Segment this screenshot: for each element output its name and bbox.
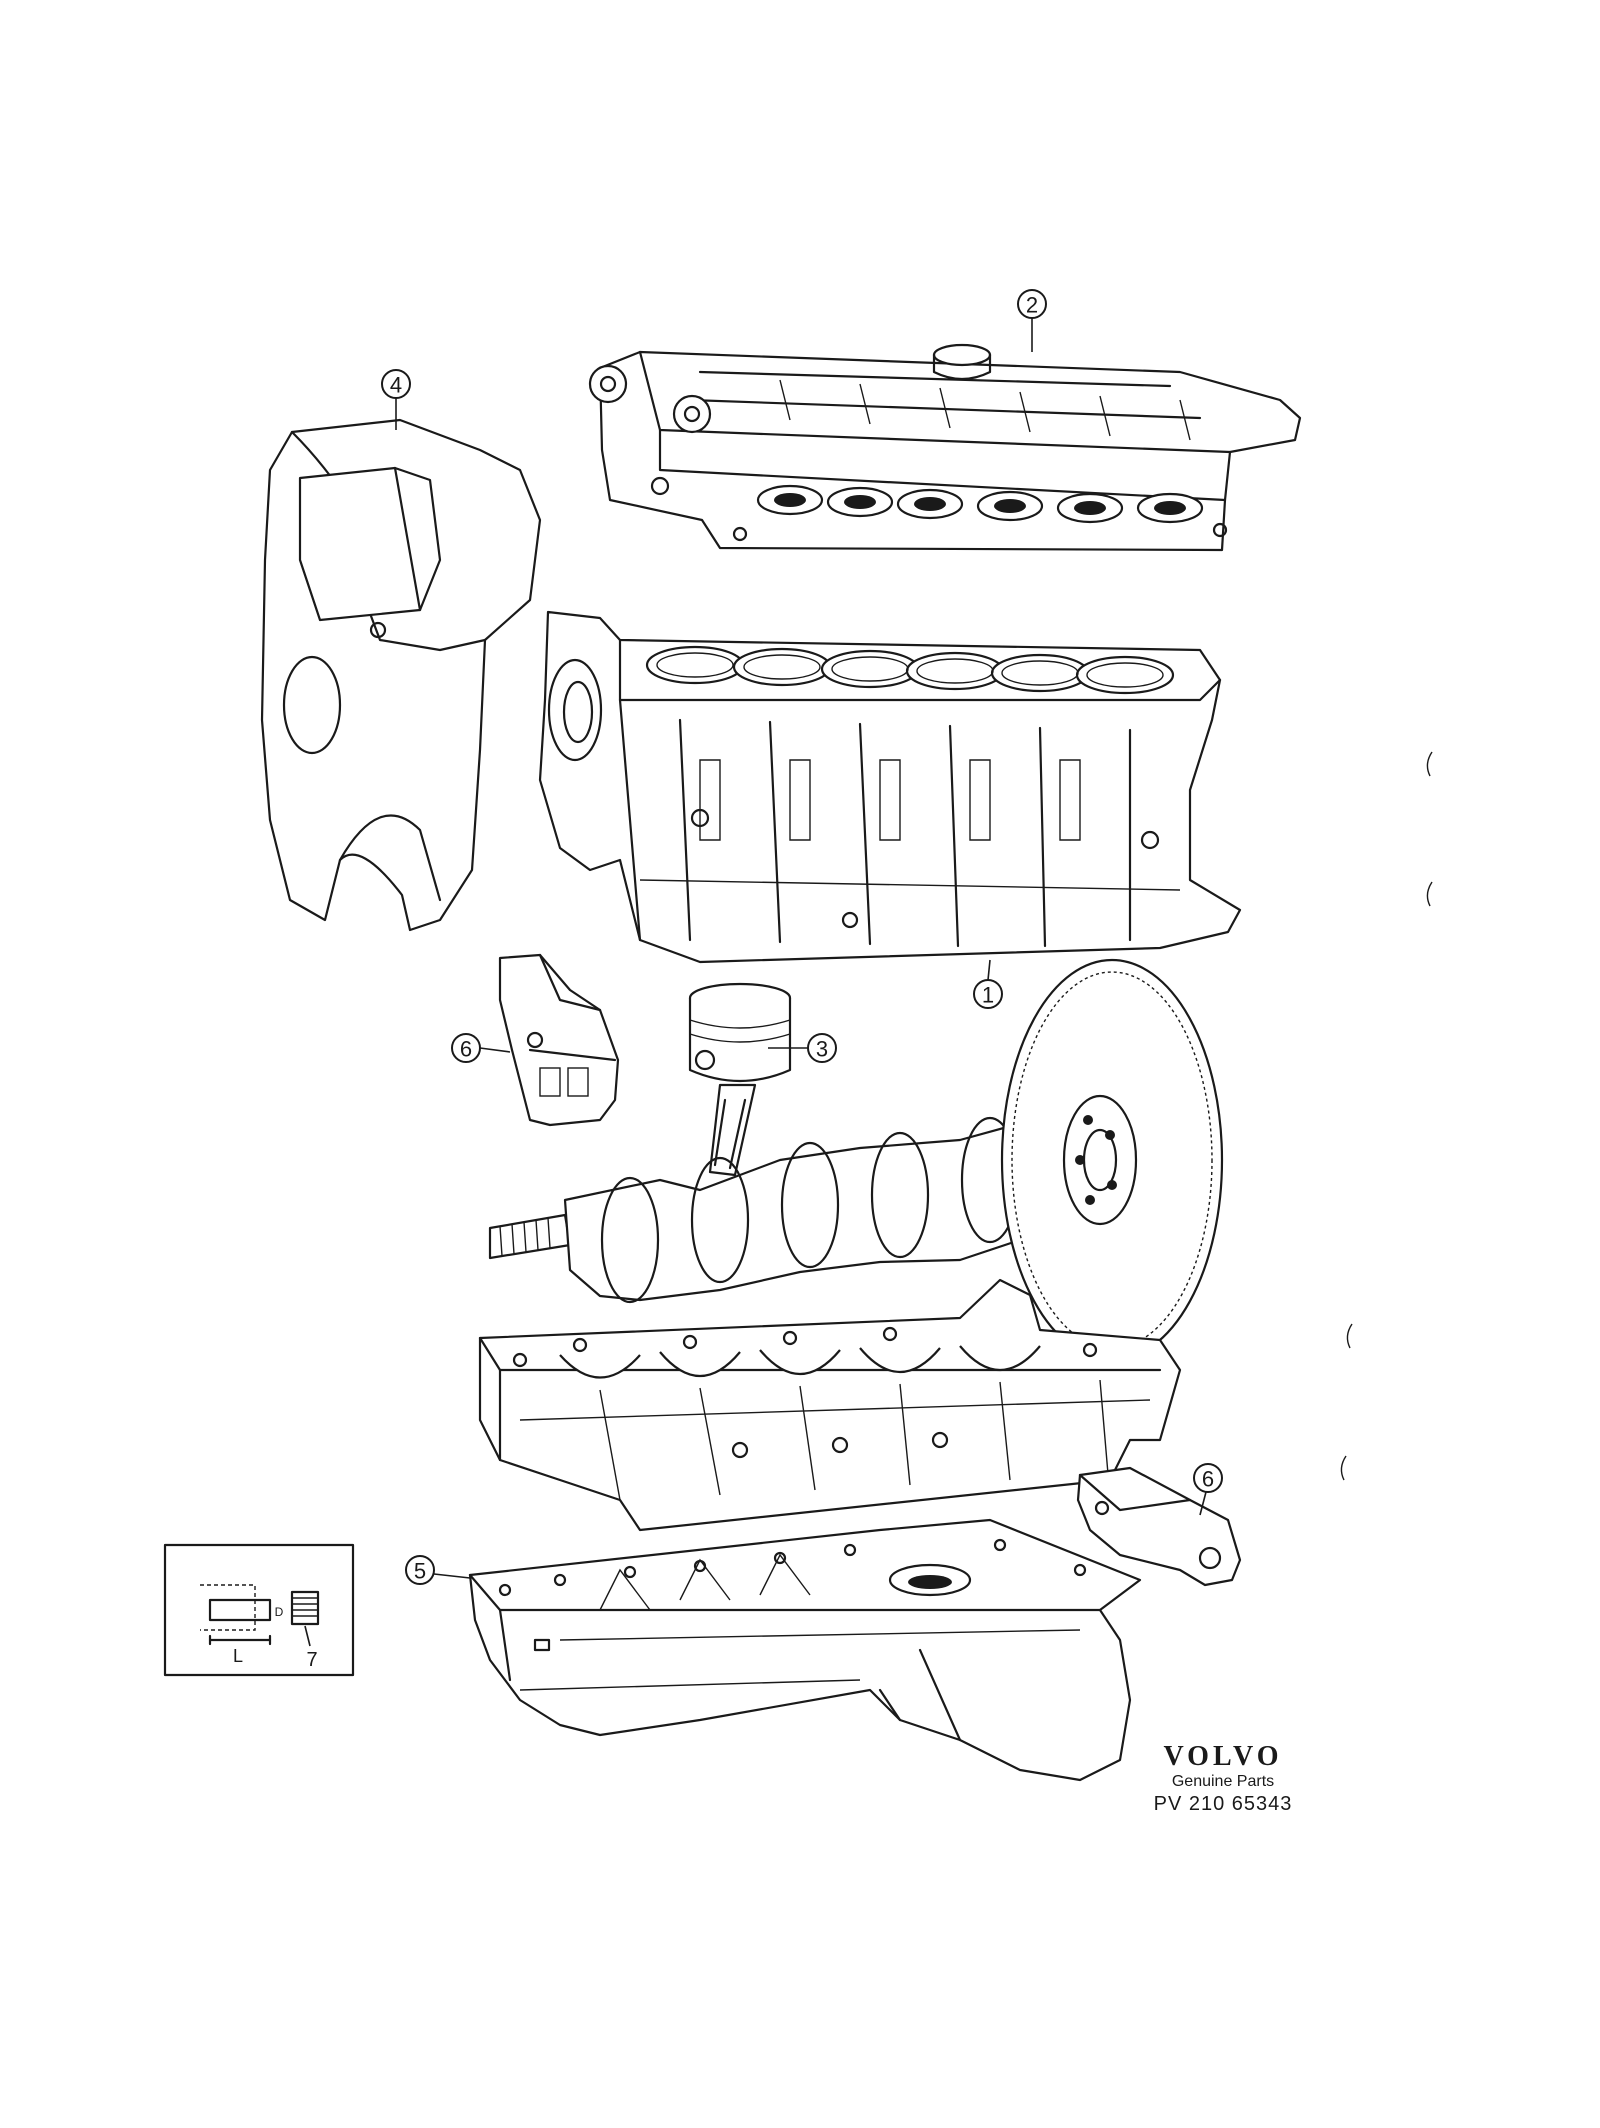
crankshaft — [488, 1115, 1083, 1304]
oil-pan — [468, 1518, 1142, 1782]
svg-text:6: 6 — [1202, 1467, 1214, 1492]
callout-2: 2 — [1017, 289, 1047, 319]
svg-text:2: 2 — [1026, 293, 1038, 318]
callout-6-left: 6 — [451, 1033, 481, 1063]
timing-belt-cover — [260, 418, 542, 932]
callout-1: 1 — [973, 979, 1003, 1009]
inset-small-label: D — [275, 1605, 284, 1619]
volvo-logo-text: VOLVO — [1163, 1741, 1283, 1772]
inset-part-number: 7 — [306, 1649, 317, 1671]
diagram-code: PV 210 65343 — [1153, 1793, 1293, 1815]
callout-5: 5 — [405, 1555, 435, 1585]
bedplate — [478, 1278, 1182, 1532]
leader-lines — [395, 318, 1207, 1579]
cylinder-head — [588, 343, 1302, 552]
engine-mount-bracket-right — [1076, 1466, 1242, 1587]
svg-text:5: 5 — [414, 1559, 426, 1584]
svg-text:6: 6 — [460, 1037, 472, 1062]
scan-margin-marks — [1340, 751, 1433, 1481]
piston — [688, 982, 792, 1177]
svg-text:3: 3 — [816, 1037, 828, 1062]
brand-subtitle: Genuine Parts — [1171, 1773, 1275, 1790]
engine-mount-bracket-left — [498, 953, 620, 1127]
threaded-insert-inset — [163, 1543, 355, 1677]
callout-6-right: 6 — [1193, 1463, 1223, 1493]
inset-dimension-label: L — [233, 1646, 243, 1666]
flywheel — [1000, 958, 1224, 1362]
svg-text:4: 4 — [390, 373, 402, 398]
svg-text:1: 1 — [982, 983, 994, 1008]
volvo-brand-block: VOLVO Genuine Parts PV 210 65343 — [1118, 1742, 1328, 1816]
callout-4: 4 — [381, 369, 411, 399]
cylinder-block — [538, 610, 1242, 964]
callout-3: 3 — [807, 1033, 837, 1063]
